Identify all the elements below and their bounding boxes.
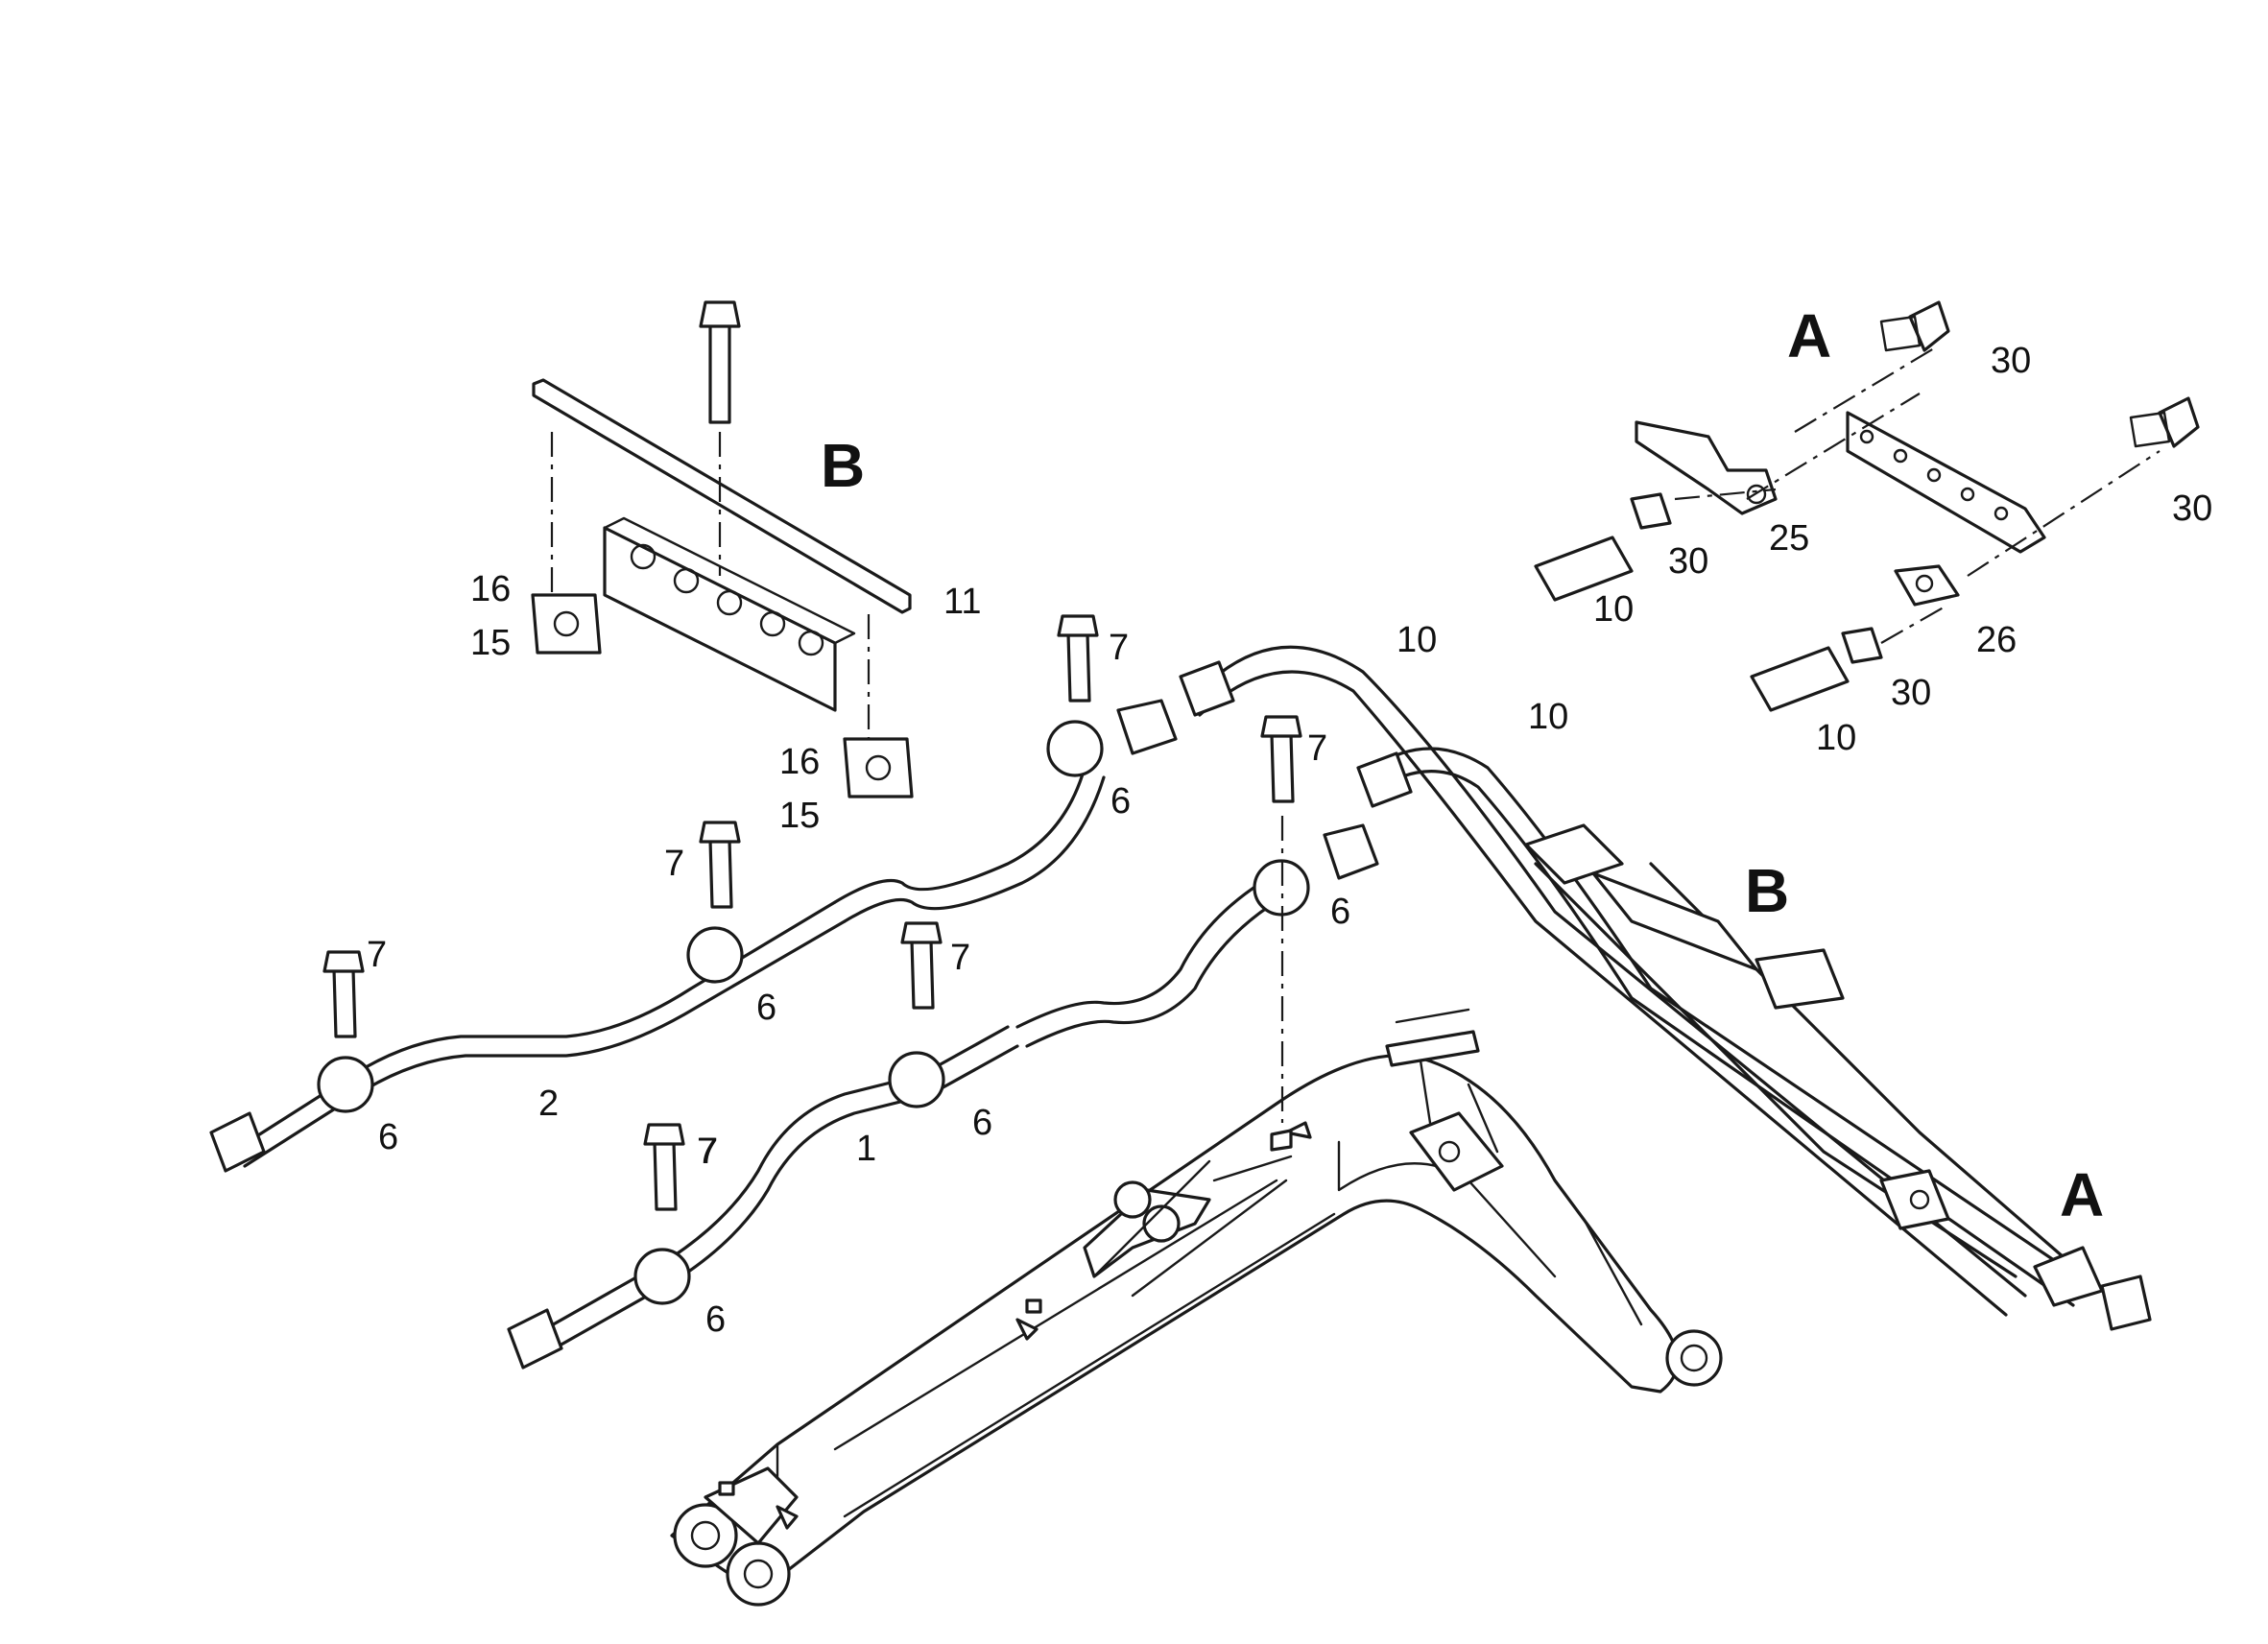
callout-6: 6 xyxy=(705,1299,726,1340)
clamp-bolts xyxy=(322,614,1302,1211)
callout-labels: A 30 B 30 25 30 10 16 15 11 26 10 7 30 1… xyxy=(367,301,2212,1340)
callout-7: 7 xyxy=(697,1132,717,1172)
callout-10: 10 xyxy=(1397,620,1437,660)
callout-10: 10 xyxy=(1528,697,1568,737)
stick-with-pipes xyxy=(1179,645,2152,1331)
callout-30: 30 xyxy=(1668,541,1708,582)
callout-16: 16 xyxy=(470,569,511,609)
callout-30: 30 xyxy=(1991,341,2031,381)
callout-6: 6 xyxy=(1110,781,1131,822)
callout-a-detail: A xyxy=(1787,301,1831,370)
callout-7: 7 xyxy=(1109,628,1129,668)
callout-b-stick: B xyxy=(1745,856,1789,925)
callout-1: 1 xyxy=(856,1129,876,1169)
callout-7: 7 xyxy=(698,1132,718,1172)
callout-b-detail: B xyxy=(821,431,865,500)
callout-2: 2 xyxy=(538,1084,559,1124)
callout-6: 6 xyxy=(756,988,776,1028)
detail-a xyxy=(1534,300,2200,712)
detail-b xyxy=(531,300,914,798)
callout-30: 30 xyxy=(1891,673,1931,713)
callout-25: 25 xyxy=(1769,518,1809,559)
pipe-1 xyxy=(507,823,1379,1370)
callout-6: 6 xyxy=(1330,892,1350,932)
callout-a-stick: A xyxy=(2060,1160,2104,1229)
excavator-boom xyxy=(670,1008,1723,1607)
callout-10: 10 xyxy=(1816,718,1856,758)
callout-15: 15 xyxy=(779,796,820,836)
callout-7: 7 xyxy=(664,844,684,884)
callout-10: 10 xyxy=(1593,589,1634,630)
callout-15: 15 xyxy=(470,623,511,663)
callout-30: 30 xyxy=(2172,488,2212,529)
callout-6: 6 xyxy=(972,1103,992,1143)
callout-7: 7 xyxy=(367,935,387,975)
callout-11: 11 xyxy=(943,582,981,622)
pipe-2 xyxy=(209,699,1178,1173)
callout-16: 16 xyxy=(779,742,820,782)
callout-7: 7 xyxy=(950,938,970,978)
callout-7: 7 xyxy=(1307,728,1327,769)
callout-6: 6 xyxy=(378,1117,398,1157)
callout-26: 26 xyxy=(1976,620,2017,660)
